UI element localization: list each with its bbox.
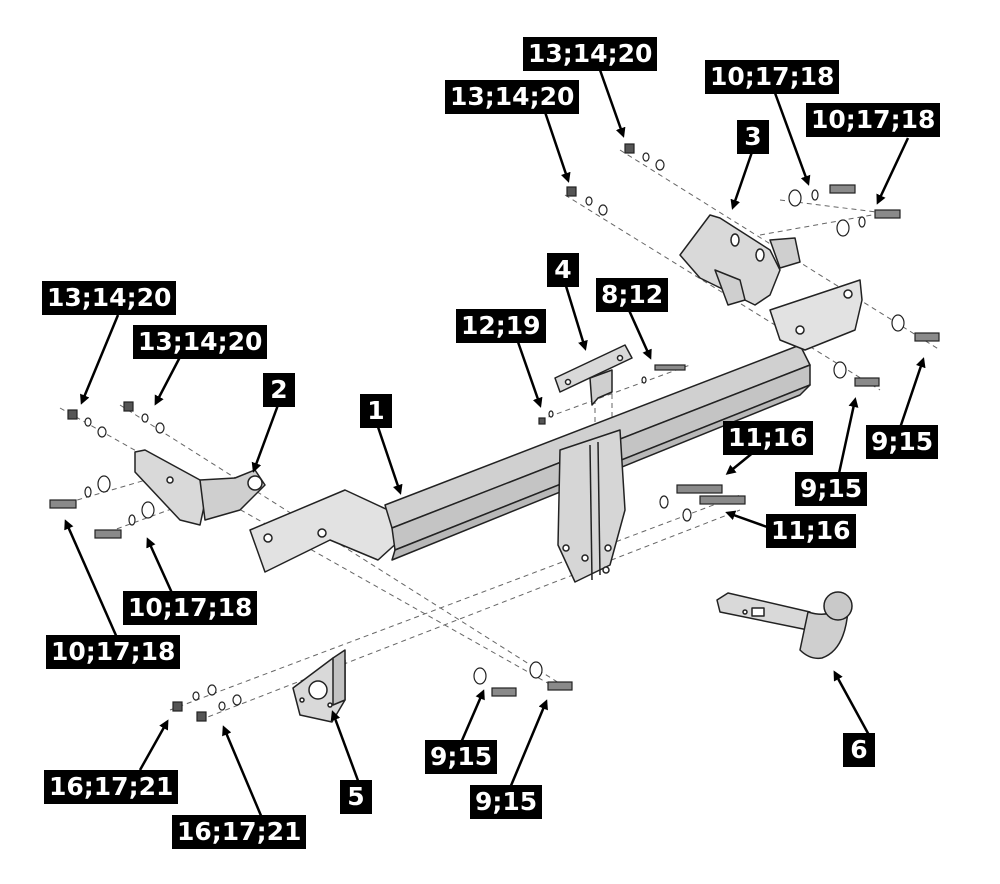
label-left-nut-a: 13;14;20 [42, 281, 177, 315]
socket-plate-part [292, 649, 346, 723]
towball-part [716, 591, 853, 660]
label-top-bolt-b: 10;17;18 [806, 103, 941, 137]
center-plate-part [554, 344, 633, 406]
label-left-nut-b: 13;14;20 [133, 325, 268, 359]
label-center-nut: 12;19 [456, 309, 546, 343]
label-mid-bolt-b: 11;16 [766, 514, 856, 548]
label-left-bolt-b: 10;17;18 [46, 635, 181, 669]
main-crossbar-part [249, 279, 863, 583]
left-bracket-part [134, 449, 266, 526]
label-right-bolt-b: 9;15 [795, 472, 868, 506]
part-number-2: 2 [263, 373, 295, 407]
label-bottom-bolt-b: 9;15 [470, 785, 543, 819]
label-top-nut-a: 13;14;20 [523, 37, 658, 71]
label-top-nut-b: 13;14;20 [445, 80, 580, 114]
label-left-bolt-a: 10;17;18 [123, 591, 258, 625]
label-center-bolt: 8;12 [596, 278, 669, 312]
label-bottom-bolt-a: 9;15 [425, 740, 498, 774]
label-bottom-nut-a: 16;17;21 [44, 770, 179, 804]
label-top-bolt-a: 10;17;18 [705, 60, 840, 94]
part-number-3: 3 [737, 120, 769, 154]
part-number-4: 4 [547, 253, 579, 287]
label-mid-bolt-a: 11;16 [723, 421, 813, 455]
part-number-5: 5 [340, 780, 372, 814]
right-bracket-part [679, 214, 801, 306]
part-number-6: 6 [843, 733, 875, 767]
label-bottom-nut-b: 16;17;21 [172, 815, 307, 849]
part-number-1: 1 [360, 394, 392, 428]
hardware-fasteners [49, 143, 940, 722]
leader-arrows [64, 69, 926, 819]
label-right-bolt-a: 9;15 [866, 425, 939, 459]
